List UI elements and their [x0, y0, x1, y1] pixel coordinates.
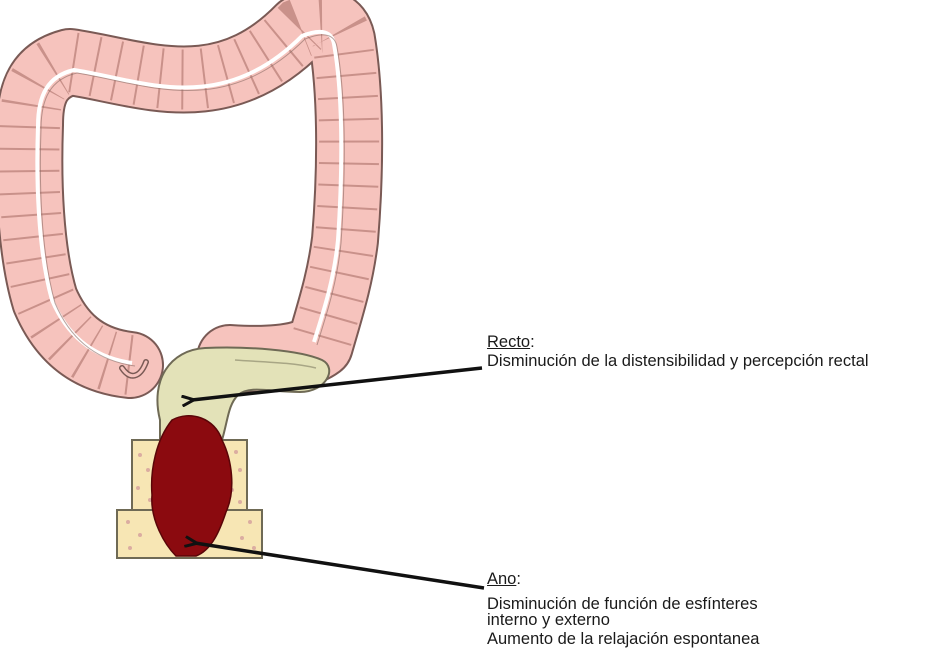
ano-label: Ano: Disminución de función de esfíntere… [487, 570, 759, 649]
ano-description-line-3: Aumento de la relajación espontanea [487, 630, 759, 649]
colon-body [29, 23, 349, 365]
anal-canal [117, 416, 262, 558]
recto-description: Disminución de la distensibilidad y perc… [487, 352, 869, 371]
colon [29, 23, 349, 366]
recto-title: Recto: [487, 333, 869, 352]
ano-arrow [195, 543, 484, 588]
recto-label: Recto: Disminución de la distensibilidad… [487, 333, 869, 371]
ano-title: Ano: [487, 570, 759, 589]
